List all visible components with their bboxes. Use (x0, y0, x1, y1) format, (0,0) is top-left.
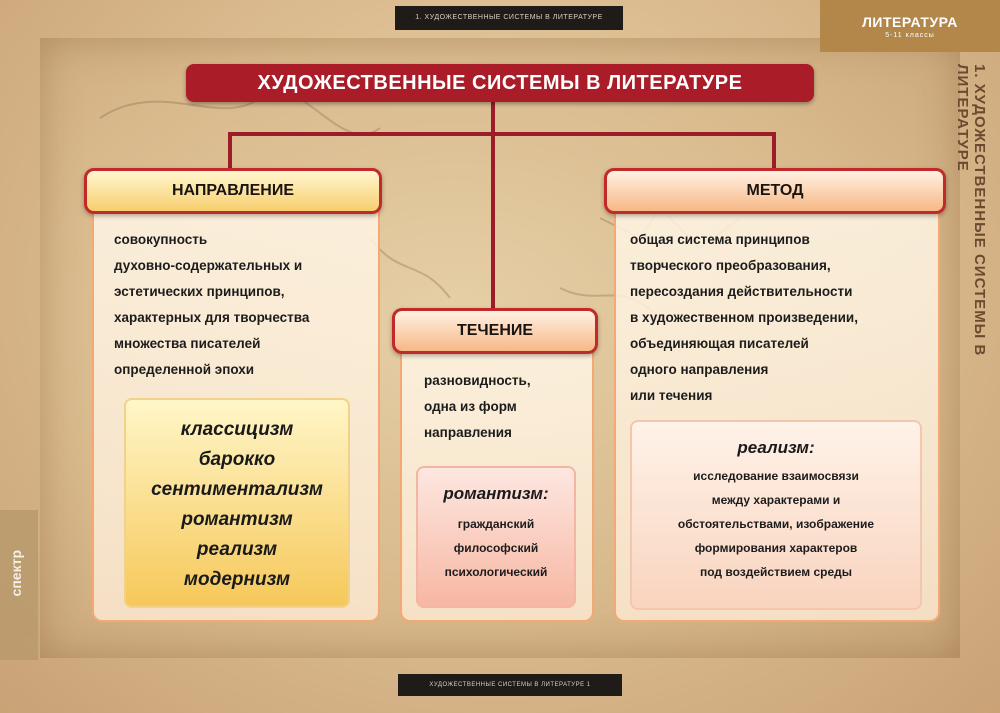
current-description: разновидность, одна из форм направления (424, 368, 531, 446)
method-example-line: формирования характеров (694, 541, 858, 555)
connector-vertical-center (491, 100, 495, 312)
connector-horizontal (230, 132, 776, 136)
publisher-logo: спектр (8, 550, 24, 597)
direction-desc-line: эстетических принципов, (114, 284, 285, 299)
method-example-box: реализм: исследование взаимосвязи между … (630, 420, 922, 610)
direction-desc-line: характерных для творчества (114, 310, 310, 325)
style-item: романтизм (181, 509, 293, 530)
direction-examples-box: классицизм барокко сентиментализм романт… (124, 398, 350, 608)
main-title: ХУДОЖЕСТВЕННЫЕ СИСТЕМЫ В ЛИТЕРАТУРЕ (186, 64, 814, 102)
direction-desc-line: определенной эпохи (114, 362, 255, 377)
method-desc-line: объединяющая писателей (630, 336, 809, 351)
style-item: модернизм (183, 569, 291, 590)
method-example-line: исследование взаимосвязи (693, 469, 859, 483)
current-example-line: философский (453, 541, 539, 555)
method-desc-line: одного направления (630, 362, 769, 377)
style-item: сентиментализм (151, 479, 323, 500)
current-header: ТЕЧЕНИЕ (392, 308, 598, 354)
direction-desc-line: совокупность (114, 232, 208, 247)
vertical-side-title: 1. ХУДОЖЕСТВЕННЫЕ СИСТЕМЫ В ЛИТЕРАТУРЕ (954, 64, 988, 357)
publisher-side-panel: спектр (0, 510, 38, 660)
method-example-line: обстоятельствами, изображение (677, 517, 875, 531)
connector-left-drop (228, 132, 232, 172)
current-desc-line: разновидность, (424, 373, 531, 388)
subject-corner-badge: ЛИТЕРАТУРА 5-11 классы (820, 0, 1000, 52)
current-example-title: романтизм: (443, 484, 549, 503)
method-header: МЕТОД (604, 168, 946, 214)
method-desc-line: или течения (630, 388, 713, 403)
method-description: общая система принципов творческого прео… (630, 227, 858, 409)
method-desc-line: общая система принципов (630, 232, 810, 247)
direction-description: совокупность духовно-содержательных и эс… (114, 227, 309, 383)
direction-desc-line: множества писателей (114, 336, 261, 351)
current-desc-line: одна из форм (424, 399, 517, 414)
current-desc-line: направления (424, 425, 512, 440)
style-item: барокко (198, 449, 276, 470)
method-example-line: под воздействием среды (700, 565, 852, 579)
current-example-line: психологический (444, 565, 548, 579)
current-example-line: гражданский (457, 517, 535, 531)
subject-grades: 5-11 классы (885, 32, 935, 39)
subject-title: ЛИТЕРАТУРА (862, 14, 958, 30)
method-example-line: между характерами и (711, 493, 841, 507)
current-example-box: романтизм: гражданский философский психо… (416, 466, 576, 608)
bottom-strip-caption: ХУДОЖЕСТВЕННЫЕ СИСТЕМЫ В ЛИТЕРАТУРЕ 1 (398, 674, 622, 696)
method-desc-line: пересоздания действительности (630, 284, 853, 299)
method-desc-line: в художественном произведении, (630, 310, 858, 325)
direction-header: НАПРАВЛЕНИЕ (84, 168, 382, 214)
method-example-lines: исследование взаимосвязи между характера… (632, 464, 920, 584)
direction-desc-line: духовно-содержательных и (114, 258, 303, 273)
top-strip-title: 1. ХУДОЖЕСТВЕННЫЕ СИСТЕМЫ В ЛИТЕРАТУРЕ (395, 6, 623, 30)
current-example-lines: гражданский философский психологический (418, 512, 574, 584)
style-item: классицизм (180, 419, 294, 440)
connector-right-drop (772, 132, 776, 172)
direction-examples-list: классицизм барокко сентиментализм романт… (126, 415, 348, 595)
method-desc-line: творческого преобразования, (630, 258, 831, 273)
style-item: реализм (196, 539, 278, 560)
method-example-title: реализм: (737, 438, 815, 457)
